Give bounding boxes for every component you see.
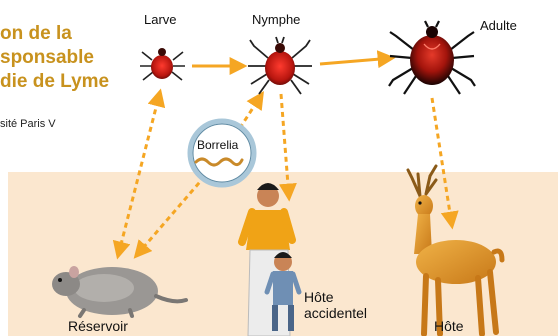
stage-label-adulte: Adulte bbox=[480, 18, 517, 33]
adulte-tick-icon bbox=[389, 21, 475, 94]
stage-label-larve: Larve bbox=[144, 12, 177, 27]
larve-tick-icon bbox=[140, 48, 185, 80]
host-label-reservoir: Réservoir bbox=[68, 318, 128, 334]
stage-label-nymphe: Nymphe bbox=[252, 12, 300, 27]
borrelia-magnifier bbox=[190, 121, 254, 185]
host-label-accidentel: Hôte accidentel bbox=[304, 289, 367, 321]
host-label-accidentel-line-1: Hôte bbox=[304, 289, 367, 305]
borrelia-label: Borrelia bbox=[197, 138, 238, 152]
host-label-accidentel-line-2: accidentel bbox=[304, 305, 367, 321]
arrow-nymphe-to-adulte bbox=[320, 58, 392, 64]
host-label-hote: Hôte bbox=[434, 318, 464, 334]
nymphe-tick-icon bbox=[248, 37, 312, 94]
